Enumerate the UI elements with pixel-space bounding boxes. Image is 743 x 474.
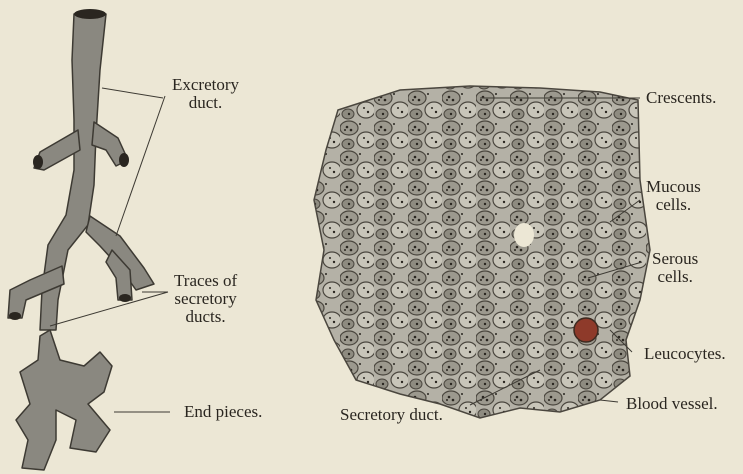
duct-tree [8, 14, 154, 470]
leader-blood-vessel [600, 400, 618, 402]
leader-secretory-ducts-2 [50, 292, 168, 326]
label-leucocytes: Leucocytes. [644, 345, 726, 363]
label-end-pieces: End pieces. [184, 403, 262, 421]
label-serous-cells: Serous cells. [652, 250, 698, 286]
duct-lumen-right [119, 153, 129, 167]
leader-excretory-duct-1 [102, 88, 163, 98]
label-mucous-cells: Mucous cells. [646, 178, 701, 214]
tissue-outline [314, 86, 650, 418]
duct-lumen-top [74, 9, 106, 19]
label-crescents: Crescents. [646, 89, 716, 107]
duct-lumen-lower-left [9, 312, 21, 320]
label-secretory-duct: Secretory duct. [340, 406, 443, 424]
label-secretory-ducts: Traces of secretory ducts. [174, 272, 237, 326]
duct-lumen-left [33, 155, 43, 169]
duct-lumen-stub [119, 294, 131, 302]
end-piece-cluster [16, 330, 112, 470]
label-blood-vessel: Blood vessel. [626, 395, 718, 413]
label-excretory-duct: Excretory duct. [172, 76, 239, 112]
leucocyte-cluster [574, 318, 598, 342]
tissue-section [314, 86, 650, 418]
blood-vessel-lumen [514, 223, 534, 247]
